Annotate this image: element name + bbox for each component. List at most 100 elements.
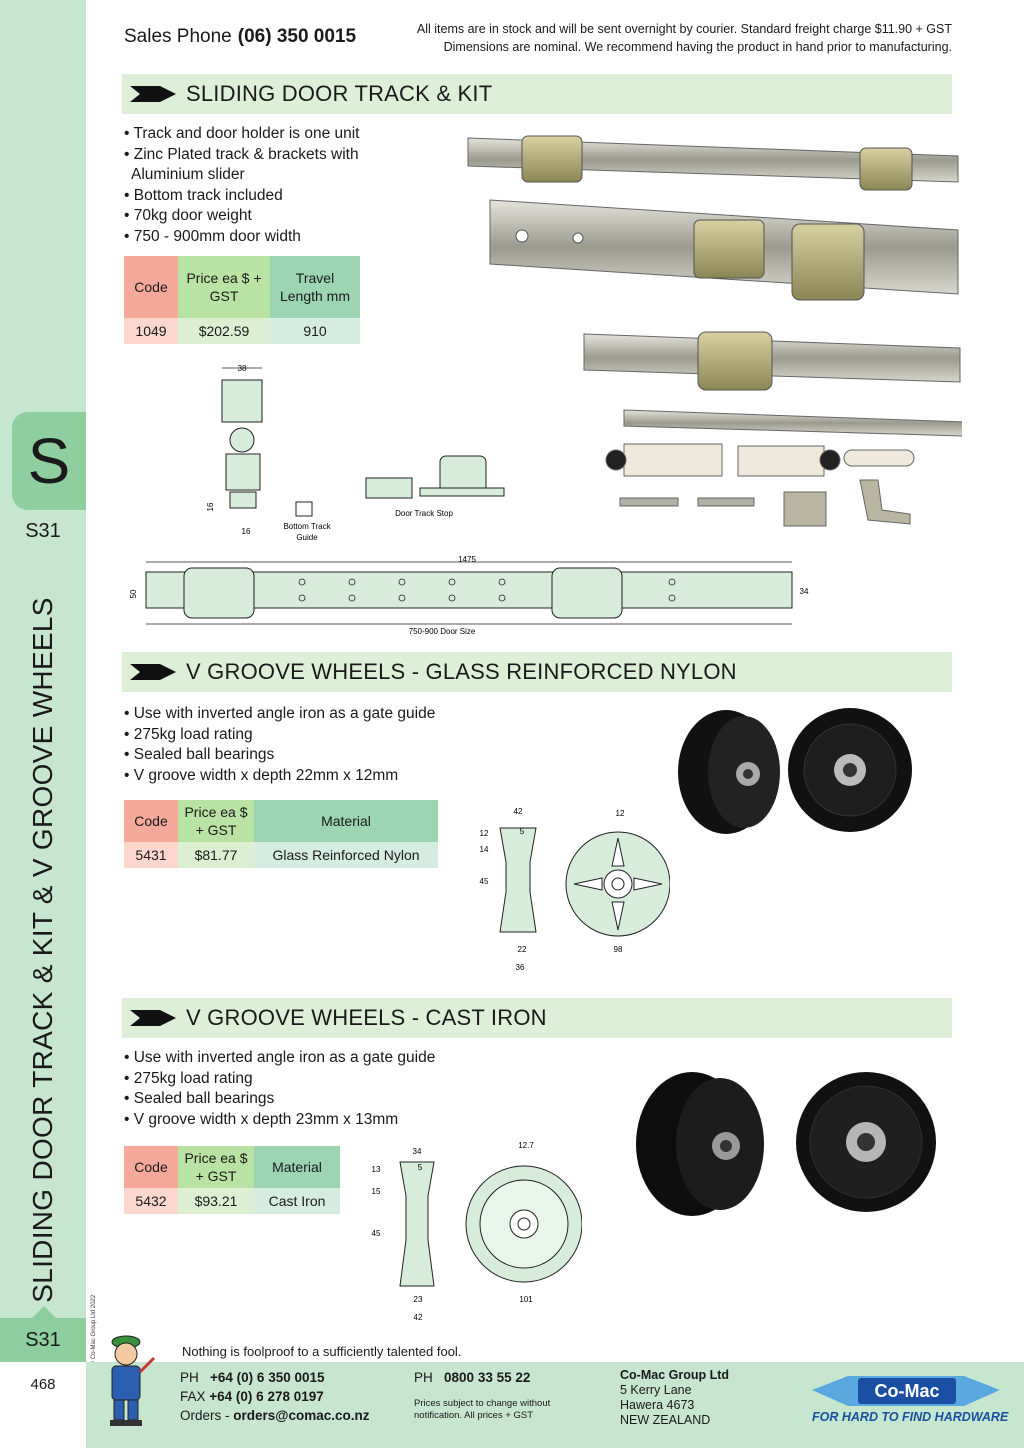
section-code-notch xyxy=(32,1306,56,1318)
dim-label: 50 xyxy=(129,589,138,598)
dim-label: 22 xyxy=(518,945,527,954)
nylon-wheel-photo xyxy=(678,708,912,834)
tagline: FOR HARD TO FIND HARDWARE xyxy=(812,1410,1009,1424)
dim-label: 1475 xyxy=(458,555,476,564)
cell-code: 5431 xyxy=(124,842,178,868)
vertical-page-title: SLIDING DOOR TRACK & KIT & V GROOVE WHEE… xyxy=(27,597,58,1303)
feature-item: • 70kg door weight xyxy=(124,207,252,225)
cell-price: $81.77 xyxy=(178,842,254,868)
col-header-code: Code xyxy=(124,1146,178,1188)
price-table-nylon-wheels: Code Price ea $ + GST Material 5431 $81.… xyxy=(124,800,438,868)
feature-list-cast-iron-wheels: • Use with inverted angle iron as a gate… xyxy=(124,1048,435,1130)
col-header-price: Price ea $ + GST xyxy=(178,800,254,842)
table-row[interactable]: 5432 $93.21 Cast Iron xyxy=(124,1188,340,1214)
dim-label: 34 xyxy=(413,1147,422,1156)
dim-label: 13 xyxy=(372,1165,381,1174)
feature-item: • Sealed ball bearings xyxy=(124,746,275,764)
disclaimer-line: Prices subject to change without xyxy=(414,1398,551,1409)
cell-price: $93.21 xyxy=(178,1188,254,1214)
dim-label: 34 xyxy=(800,587,809,596)
section-code-bottom: S31 xyxy=(0,1318,86,1362)
feature-item: • Track and door holder is one unit xyxy=(124,125,360,142)
table-row[interactable]: 5431 $81.77 Glass Reinforced Nylon xyxy=(124,842,438,868)
orders-label: Orders - xyxy=(180,1408,230,1423)
notice-line-1: All items are in stock and will be sent … xyxy=(416,22,952,36)
sliding-door-parts-photo xyxy=(605,443,915,527)
feature-item: • Use with inverted angle iron as a gate… xyxy=(124,705,436,722)
price-table-sliding-door: Code Price ea $ + GST Travel Length mm 1… xyxy=(124,256,360,344)
feature-item: • V groove width x depth 23mm x 13mm xyxy=(124,1110,399,1128)
address-line: 5 Kerry Lane xyxy=(620,1383,692,1397)
sales-phone: Sales Phone(06) 350 0015 xyxy=(124,26,356,48)
cell-travel: 910 xyxy=(270,318,360,344)
section-title: SLIDING DOOR TRACK & KIT xyxy=(186,81,493,106)
sliding-door-track-photo xyxy=(467,135,962,437)
price-table-cast-iron-wheels: Code Price ea $ + GST Material 5432 $93.… xyxy=(124,1146,340,1214)
feature-item: • Sealed ball bearings xyxy=(124,1090,275,1108)
dim-label: 45 xyxy=(480,877,489,886)
freephone-number[interactable]: 0800 33 55 22 xyxy=(444,1370,531,1385)
dim-label: 16 xyxy=(242,527,251,536)
dim-label: 15 xyxy=(372,1187,381,1196)
feature-item: • Bottom track included xyxy=(124,186,283,204)
dim-label: 12 xyxy=(616,809,625,818)
dim-label: 16 xyxy=(206,502,215,511)
door-track-stop-drawing: Door Track Stop xyxy=(365,455,505,518)
dim-label: 101 xyxy=(519,1295,533,1304)
left-band-bottom-gap xyxy=(0,1362,86,1448)
feature-list-sliding-door: • Track and door holder is one unit • Zi… xyxy=(124,124,359,248)
footer-quote: Nothing is foolproof to a sufficiently t… xyxy=(182,1344,462,1359)
track-length-drawing: 1475 50 34 750-900 Door Size xyxy=(129,555,809,636)
cast-iron-wheel-photo xyxy=(636,1072,936,1216)
dim-label: 98 xyxy=(614,945,623,954)
phone2-label: PH xyxy=(414,1370,433,1385)
freephone-block: PH 0800 33 55 22 xyxy=(414,1368,530,1387)
notice-line-2: Dimensions are nominal. We recommend hav… xyxy=(443,40,952,54)
cell-code: 5432 xyxy=(124,1188,178,1214)
col-header-material: Material xyxy=(254,800,438,842)
comac-logo[interactable]: Co-Mac xyxy=(808,1372,1004,1422)
logo-text: Co-Mac xyxy=(874,1381,939,1401)
section-title: V GROOVE WHEELS - GLASS REINFORCED NYLON xyxy=(186,659,737,684)
arrow-icon xyxy=(130,1010,176,1026)
cast-iron-wheel-drawing: 34 5 13 15 45 23 42 12.7 101 xyxy=(372,1141,582,1322)
dim-label: 42 xyxy=(514,807,523,816)
section-header-nylon-wheels: V GROOVE WHEELS - GLASS REINFORCED NYLON xyxy=(122,652,952,692)
feature-item: • Use with inverted angle iron as a gate… xyxy=(124,1049,436,1066)
address-line: NEW ZEALAND xyxy=(620,1413,711,1427)
cell-price: $202.59 xyxy=(178,318,270,344)
disclaimer-line: notification. All prices + GST xyxy=(414,1410,534,1421)
feature-item: • 275kg load rating xyxy=(124,725,253,743)
door-size-label: 750-900 Door Size xyxy=(409,627,476,636)
sales-phone-label: Sales Phone xyxy=(124,26,232,47)
address-line: Hawera 4673 xyxy=(620,1398,695,1412)
company-address: Co-Mac Group Ltd 5 Kerry Lane Hawera 467… xyxy=(620,1368,729,1428)
section-header-sliding-door: SLIDING DOOR TRACK & KIT xyxy=(122,74,952,114)
section-header-cast-iron-wheels: V GROOVE WHEELS - CAST IRON xyxy=(122,998,952,1038)
section-code-top: S31 xyxy=(25,520,61,542)
col-header-material: Material xyxy=(254,1146,340,1188)
col-header-travel: Travel Length mm xyxy=(270,256,360,318)
nylon-wheel-drawing: 42 5 12 14 45 22 36 12 98 xyxy=(480,807,670,972)
table-row[interactable]: 1049 $202.59 910 xyxy=(124,318,360,344)
arrow-icon xyxy=(130,664,176,680)
section-letter: S xyxy=(27,425,71,497)
dim-label: 12 xyxy=(480,829,489,838)
dim-label: 38 xyxy=(238,364,247,373)
feature-item: • V groove width x depth 22mm x 12mm xyxy=(124,766,399,784)
dim-label: 5 xyxy=(520,827,525,836)
contact-block: PH +64 (0) 6 350 0015 FAX +64 (0) 6 278 … xyxy=(180,1368,370,1425)
section-letter-tab[interactable]: S xyxy=(12,412,86,510)
guide-label: Guide xyxy=(296,533,318,542)
fax-number[interactable]: +64 (0) 6 278 0197 xyxy=(209,1389,324,1404)
page-number: 468 xyxy=(30,1376,56,1393)
feature-item: • Zinc Plated track & brackets with xyxy=(124,145,359,163)
sales-phone-number[interactable]: (06) 350 0015 xyxy=(237,26,357,47)
col-header-price: Price ea $ + GST xyxy=(178,1146,254,1188)
phone-number[interactable]: +64 (0) 6 350 0015 xyxy=(210,1370,325,1385)
col-header-code: Code xyxy=(124,256,178,318)
left-band xyxy=(0,0,86,1448)
feature-list-nylon-wheels: • Use with inverted angle iron as a gate… xyxy=(124,704,435,786)
col-header-code: Code xyxy=(124,800,178,842)
orders-email-link[interactable]: orders@comac.co.nz xyxy=(233,1408,370,1423)
